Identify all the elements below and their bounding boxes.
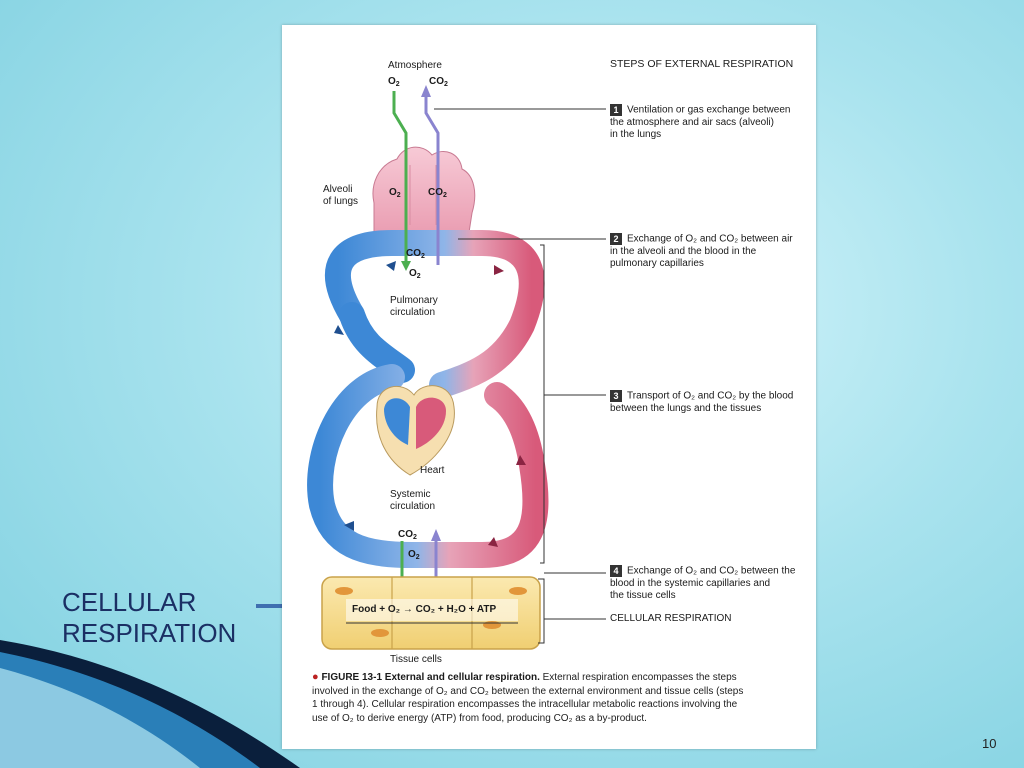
step-3-line1: Transport of O₂ and CO₂ by the blood bbox=[627, 390, 794, 402]
step-4-line2: blood in the systemic capillaries and bbox=[610, 577, 771, 589]
step-1-line3: in the lungs bbox=[610, 128, 662, 140]
step-2: 2 Exchange of O₂ and CO₂ between air in t… bbox=[610, 233, 814, 270]
co2-pulmonary-label: CO2 bbox=[406, 248, 425, 260]
tissue-cells-label: Tissue cells bbox=[390, 654, 442, 665]
caption-line1: External respiration encompasses the ste… bbox=[542, 672, 737, 683]
systemic-label-line1: Systemic bbox=[390, 489, 431, 500]
co2-systemic-label: CO2 bbox=[398, 529, 417, 541]
cellular-respiration-step-label: CELLULAR RESPIRATION bbox=[610, 613, 732, 624]
caption-title: External and cellular respiration. bbox=[384, 672, 540, 683]
step-1: 1 Ventilation or gas exchange between the… bbox=[610, 104, 814, 141]
systemic-circulation-label: Systemic circulation bbox=[390, 489, 435, 513]
page-number: 10 bbox=[982, 736, 997, 751]
heart bbox=[376, 385, 455, 476]
step-2-line2: in the alveoli and the blood in the bbox=[610, 245, 757, 257]
cellular-respiration-label: CELLULAR RESPIRATION bbox=[62, 587, 262, 649]
step-4-number: 4 bbox=[610, 565, 622, 577]
step-3-number: 3 bbox=[610, 390, 622, 402]
step-3-line2: between the lungs and the tissues bbox=[610, 402, 762, 414]
caption-line2: involved in the exchange of O₂ and CO₂ b… bbox=[312, 685, 744, 697]
gas-paths bbox=[392, 91, 440, 603]
pulmonary-circulation-label: Pulmonary circulation bbox=[390, 295, 438, 319]
step-4-line3: the tissue cells bbox=[610, 589, 676, 601]
figure-caption: ● FIGURE 13-1 External and cellular resp… bbox=[312, 671, 792, 725]
step-1-line1: Ventilation or gas exchange between bbox=[627, 104, 791, 116]
respiration-equation: Food + O₂ → CO₂ + H₂O + ATP bbox=[352, 604, 497, 615]
o2-alveoli-label: O2 bbox=[389, 187, 401, 199]
step-1-number: 1 bbox=[610, 104, 622, 116]
caption-figure-label: FIGURE 13-1 bbox=[321, 672, 383, 683]
systemic-loop bbox=[307, 364, 549, 568]
alveoli-label-line2: of lungs bbox=[323, 196, 359, 207]
caption-line3: 1 through 4). Cellular respiration encom… bbox=[312, 699, 738, 710]
o2-atmosphere-label: O2 bbox=[388, 76, 400, 88]
cellular-label-line2: RESPIRATION bbox=[62, 618, 237, 648]
step-3: 3 Transport of O₂ and CO₂ by the blood be… bbox=[610, 390, 814, 415]
caption-bullet-icon: ● bbox=[312, 671, 319, 683]
figure-drawing bbox=[307, 85, 606, 650]
co2-atmosphere-label: CO2 bbox=[429, 76, 448, 88]
flow-arrows bbox=[334, 261, 526, 547]
step-4-line1: Exchange of O₂ and CO₂ between the bbox=[627, 565, 796, 577]
tissue-cells bbox=[321, 576, 541, 650]
alveoli-label: Alveoli of lungs bbox=[323, 184, 358, 208]
systemic-label-line2: circulation bbox=[390, 501, 436, 512]
step-2-line3: pulmonary capillaries bbox=[610, 257, 704, 269]
step-1-line2: the atmosphere and air sacs (alveoli) bbox=[610, 116, 774, 128]
step-2-number: 2 bbox=[610, 233, 622, 245]
leader-lines bbox=[434, 108, 606, 644]
co2-alveoli-label: CO2 bbox=[428, 187, 447, 199]
pulmonary-label-line1: Pulmonary bbox=[390, 295, 438, 306]
o2-pulmonary-label: O2 bbox=[409, 268, 421, 280]
heart-label: Heart bbox=[420, 465, 445, 476]
alveoli-lungs bbox=[372, 146, 476, 240]
caption-line4: use of O₂ to derive energy (ATP) from fo… bbox=[312, 712, 647, 724]
step-4: 4 Exchange of O₂ and CO₂ between the bloo… bbox=[610, 565, 814, 602]
alveoli-label-line1: Alveoli bbox=[323, 184, 353, 195]
atmosphere-label: Atmosphere bbox=[388, 60, 442, 71]
swoosh-light bbox=[0, 668, 200, 768]
step-2-line1: Exchange of O₂ and CO₂ between air bbox=[627, 233, 793, 245]
respiration-figure: Atmosphere O2 CO2 Alveoli of lungs O2 CO… bbox=[282, 25, 816, 749]
o2-systemic-label: O2 bbox=[408, 549, 420, 561]
pulmonary-label-line2: circulation bbox=[390, 307, 436, 318]
cellular-label-line1: CELLULAR bbox=[62, 587, 197, 617]
steps-header: STEPS OF EXTERNAL RESPIRATION bbox=[610, 58, 794, 70]
